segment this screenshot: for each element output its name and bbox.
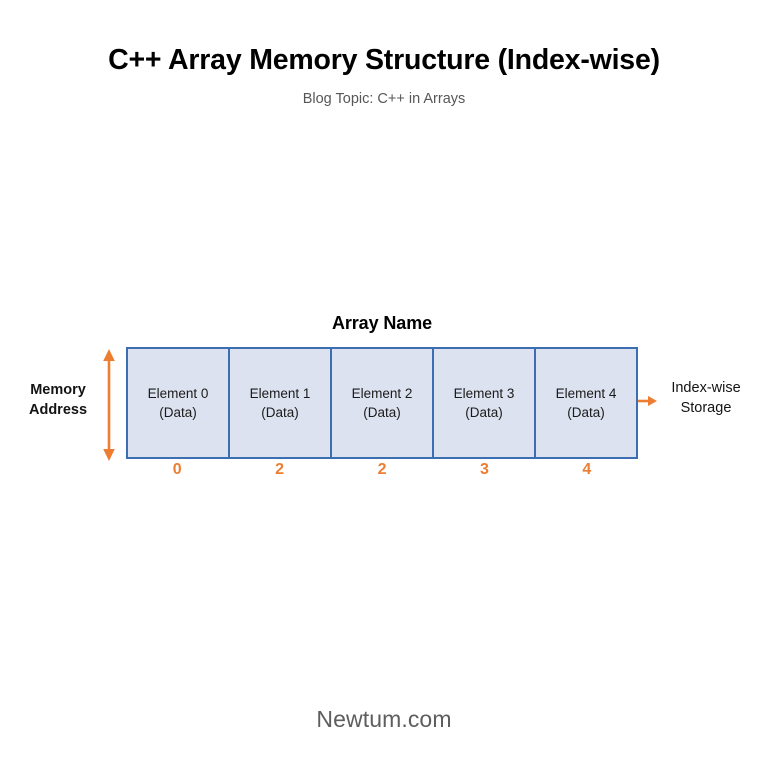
- array-cell-sublabel: (Data): [465, 405, 503, 420]
- array-cell-sublabel: (Data): [261, 405, 299, 420]
- index-wise-storage-label: Index-wise Storage: [654, 378, 758, 419]
- array-index-label: 2: [377, 461, 387, 478]
- double-headed-vertical-arrow-icon: [103, 349, 115, 461]
- array-cell-sublabel: (Data): [363, 405, 401, 420]
- memory-address-label: Memory Address: [20, 380, 96, 421]
- array-cell-label: Element 3: [453, 385, 515, 401]
- array-cell-sublabel: (Data): [159, 405, 197, 420]
- index-wise-storage-label-line1: Index-wise: [671, 380, 741, 396]
- page-title: C++ Array Memory Structure (Index-wise): [108, 44, 660, 76]
- array-cell-label: Element 2: [351, 385, 413, 401]
- array-name-caption: Array Name: [331, 313, 433, 333]
- array-cell[interactable]: Element 1 (Data): [230, 349, 332, 457]
- array-index-label: 4: [582, 461, 592, 478]
- memory-address-label-line2: Address: [28, 402, 88, 419]
- memory-address-label-line1: Memory: [30, 382, 86, 398]
- footer-brand: Newtum.com: [316, 706, 452, 732]
- array-index-label: 3: [479, 461, 489, 478]
- array-container: Element 0 (Data) Element 1 (Data) Elemen…: [126, 347, 638, 459]
- array-index-label: 2: [275, 461, 285, 478]
- array-cell[interactable]: Element 3 (Data): [434, 349, 536, 457]
- array-cell[interactable]: Element 0 (Data): [128, 349, 230, 457]
- array-cell[interactable]: Element 2 (Data): [332, 349, 434, 457]
- page-subtitle: Blog Topic: C++ in Arrays: [302, 90, 466, 107]
- array-index-row: 0 2 2 3 4: [126, 462, 638, 478]
- page-header: C++ Array Memory Structure (Index-wise) …: [0, 44, 768, 108]
- index-wise-storage-label-line2: Storage: [680, 400, 732, 417]
- array-cell-sublabel: (Data): [567, 405, 605, 420]
- array-cell-label: Element 0: [147, 385, 209, 401]
- array-cell-label: Element 4: [555, 385, 617, 401]
- array-index-label: 0: [172, 461, 182, 478]
- right-arrow-icon: [638, 396, 657, 406]
- array-cell-label: Element 1: [249, 385, 311, 401]
- array-cell[interactable]: Element 4 (Data): [536, 349, 636, 457]
